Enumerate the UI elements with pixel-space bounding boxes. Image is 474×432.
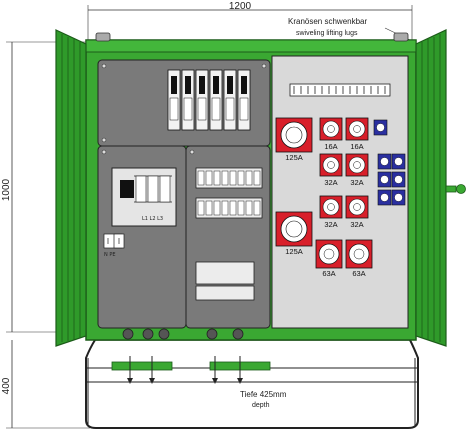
- schuko-socket: [373, 119, 388, 136]
- height-label: 1000: [1, 178, 12, 201]
- schuko-socket: [377, 153, 392, 170]
- width-label: 1200: [229, 1, 252, 12]
- breaker-module: [229, 170, 237, 186]
- fuse-holder: [167, 69, 181, 131]
- cable-gland: [122, 328, 134, 340]
- terminal-block-slots: [293, 86, 386, 94]
- socket-rating: 32A: [350, 220, 363, 229]
- fuse-holder: [223, 69, 237, 131]
- breaker-module: [245, 170, 253, 186]
- breaker-module: [213, 200, 221, 216]
- breaker-panel: [185, 145, 271, 340]
- cable-gland: [232, 328, 244, 340]
- socket-rating: 63A: [322, 269, 335, 278]
- breaker-module: [237, 170, 245, 186]
- breaker-module: [253, 200, 261, 216]
- socket-rating: 16A: [324, 142, 337, 151]
- cee-socket-125a-bottom: 125A: [275, 211, 313, 256]
- cee-socket-cee-16a-1: 16A: [319, 117, 343, 151]
- breaker-module: [229, 200, 237, 216]
- fuse-holder: [195, 69, 209, 131]
- main-switch-panel: L1 L2 L3 N PE: [97, 145, 187, 340]
- lifting-lugs-label-de: Kranösen schwenkbar: [288, 17, 367, 26]
- breaker-module: [197, 170, 205, 186]
- cee-socket-cee-32a-1: 32A: [319, 153, 343, 187]
- breaker-module: [205, 200, 213, 216]
- depth-annotation: Tiefe 425mm depth: [240, 390, 287, 409]
- breaker-module: [237, 200, 245, 216]
- width-dimension: 1200: [87, 1, 413, 40]
- cee-socket-cee-16a-2: 16A: [345, 117, 369, 151]
- left-door: [55, 29, 87, 347]
- socket-rating: 32A: [350, 178, 363, 187]
- base-dimension: 400: [1, 340, 90, 429]
- depth-label-de: Tiefe 425mm: [240, 390, 287, 399]
- fuse-holder-row: [167, 69, 251, 131]
- cee-socket-cee-32a-2: 32A: [345, 153, 369, 187]
- fuse-holder: [181, 69, 195, 131]
- n-pe-label: N PE: [104, 252, 116, 258]
- socket-rating: 63A: [352, 269, 365, 278]
- breaker-module: [221, 170, 229, 186]
- door-handle: [445, 185, 457, 193]
- fuse-holder: [237, 69, 251, 131]
- cable-gland: [206, 328, 218, 340]
- cable-gland: [142, 328, 154, 340]
- fuse-holder: [209, 69, 223, 131]
- socket-rating: 32A: [324, 178, 337, 187]
- breaker-module: [221, 200, 229, 216]
- breaker-module: [197, 200, 205, 216]
- terminal-strip: [195, 285, 255, 301]
- cee-socket-125a-top: 125A: [275, 117, 313, 162]
- schuko-socket: [391, 153, 406, 170]
- socket-rating: 32A: [324, 220, 337, 229]
- rcd-row-middle: [195, 197, 263, 219]
- base-frame: [85, 339, 419, 429]
- breaker-module: [205, 170, 213, 186]
- schuko-socket: [377, 189, 392, 206]
- door-handle-knob: [456, 184, 466, 194]
- cee-socket-63a-2: 63A: [345, 239, 373, 278]
- socket-panel: 125A 16A 16A 32A 32A 32A 32A 125A 63A 63A: [271, 55, 409, 329]
- cable-clamp-left: [111, 361, 173, 371]
- fuse-panel: [97, 59, 271, 147]
- schuko-socket: [377, 171, 392, 188]
- cable-gland: [158, 328, 170, 340]
- socket-rating: 125A: [285, 247, 303, 256]
- breaker-module: [245, 200, 253, 216]
- main-switch-handle: [120, 180, 134, 198]
- breaker-module: [253, 170, 261, 186]
- lifting-lugs-annotation: Kranösen schwenkbar swiveling lifting lu…: [288, 17, 411, 41]
- schuko-socket: [391, 189, 406, 206]
- cee-socket-cee-32a-4: 32A: [345, 195, 369, 229]
- lifting-lug-right: [393, 32, 409, 42]
- socket-rating: 125A: [285, 153, 303, 162]
- cee-socket-cee-32a-3: 32A: [319, 195, 343, 229]
- terminal-block: [289, 83, 391, 97]
- rcd-row-top: [195, 167, 263, 189]
- cee-socket-63a-1: 63A: [315, 239, 343, 278]
- lifting-lug-left: [95, 32, 111, 42]
- schuko-sockets: [373, 119, 406, 206]
- depth-label-en: depth: [252, 402, 270, 409]
- base-height-label: 400: [1, 377, 12, 394]
- cee-sockets-small: 16A 16A 32A 32A 32A 32A: [319, 117, 369, 229]
- breaker-module: [213, 170, 221, 186]
- lifting-lugs-label-en: swiveling lifting lugs: [296, 30, 358, 37]
- phase-labels: L1 L2 L3: [142, 216, 163, 222]
- socket-rating: 16A: [350, 142, 363, 151]
- schuko-socket: [391, 171, 406, 188]
- right-door: [415, 29, 466, 347]
- breaker-row-bottom: [195, 261, 255, 285]
